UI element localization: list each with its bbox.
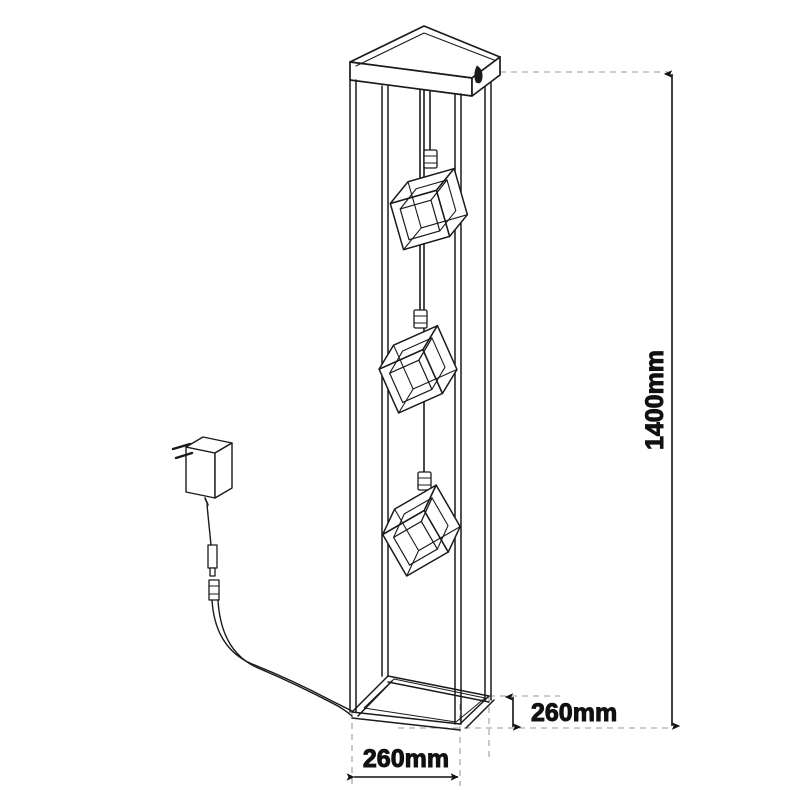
canopy-cable-exit — [474, 65, 483, 84]
dimension-width-label: 260mm — [363, 745, 449, 773]
cable-connector-to-base-inner — [217, 599, 353, 717]
dimension-annotations: 1400mm 260mm 260mm — [346, 70, 681, 781]
adapter-cable-strain-relief — [204, 497, 209, 506]
cube-connector-lower — [417, 471, 432, 491]
pendant-cube-lower — [381, 471, 461, 577]
dimension-height: 1400mm — [641, 70, 681, 730]
lamp-assembly — [171, 25, 501, 731]
power-adapter — [171, 436, 233, 506]
post-rear-right — [484, 71, 492, 701]
connector-plug-male — [207, 544, 218, 569]
adapter-body-side — [214, 442, 233, 499]
base-rail-front — [351, 711, 461, 731]
connector-plug-tip — [209, 567, 216, 577]
base-rail-left — [351, 675, 393, 717]
dimension-depth-label: 260mm — [531, 699, 617, 727]
canopy-assembly — [349, 25, 501, 97]
cube-wireframe-middle — [378, 324, 458, 414]
cube-connector-upper — [423, 149, 438, 169]
cube-wireframe-lower — [381, 484, 461, 577]
dc-connector — [207, 544, 220, 601]
pendant-cube-middle — [378, 309, 458, 414]
connector-socket-female — [208, 579, 220, 601]
cube-connector-middle — [413, 309, 428, 329]
cable-adapter-to-connector — [206, 504, 212, 546]
base-rail-rear — [387, 675, 490, 703]
dimension-width: 260mm — [346, 745, 459, 781]
cable-connector-to-base-outer — [211, 599, 353, 712]
cube-wireframe-upper — [389, 167, 469, 251]
plug-pin-upper — [171, 442, 192, 451]
base-inner-edge — [363, 678, 486, 723]
base-rail-right — [459, 695, 495, 729]
plug-pin-lower — [174, 451, 194, 460]
canopy-right-face — [471, 56, 501, 97]
power-cable — [206, 504, 353, 717]
suspension-wires — [419, 81, 431, 475]
pendant-cube-upper — [389, 149, 469, 251]
post-front-left — [349, 79, 357, 713]
dimension-height-label: 1400mm — [641, 350, 669, 450]
frame-base — [351, 675, 495, 731]
canopy-inner-edge — [355, 32, 495, 67]
dimension-depth: 260mm — [504, 693, 618, 731]
